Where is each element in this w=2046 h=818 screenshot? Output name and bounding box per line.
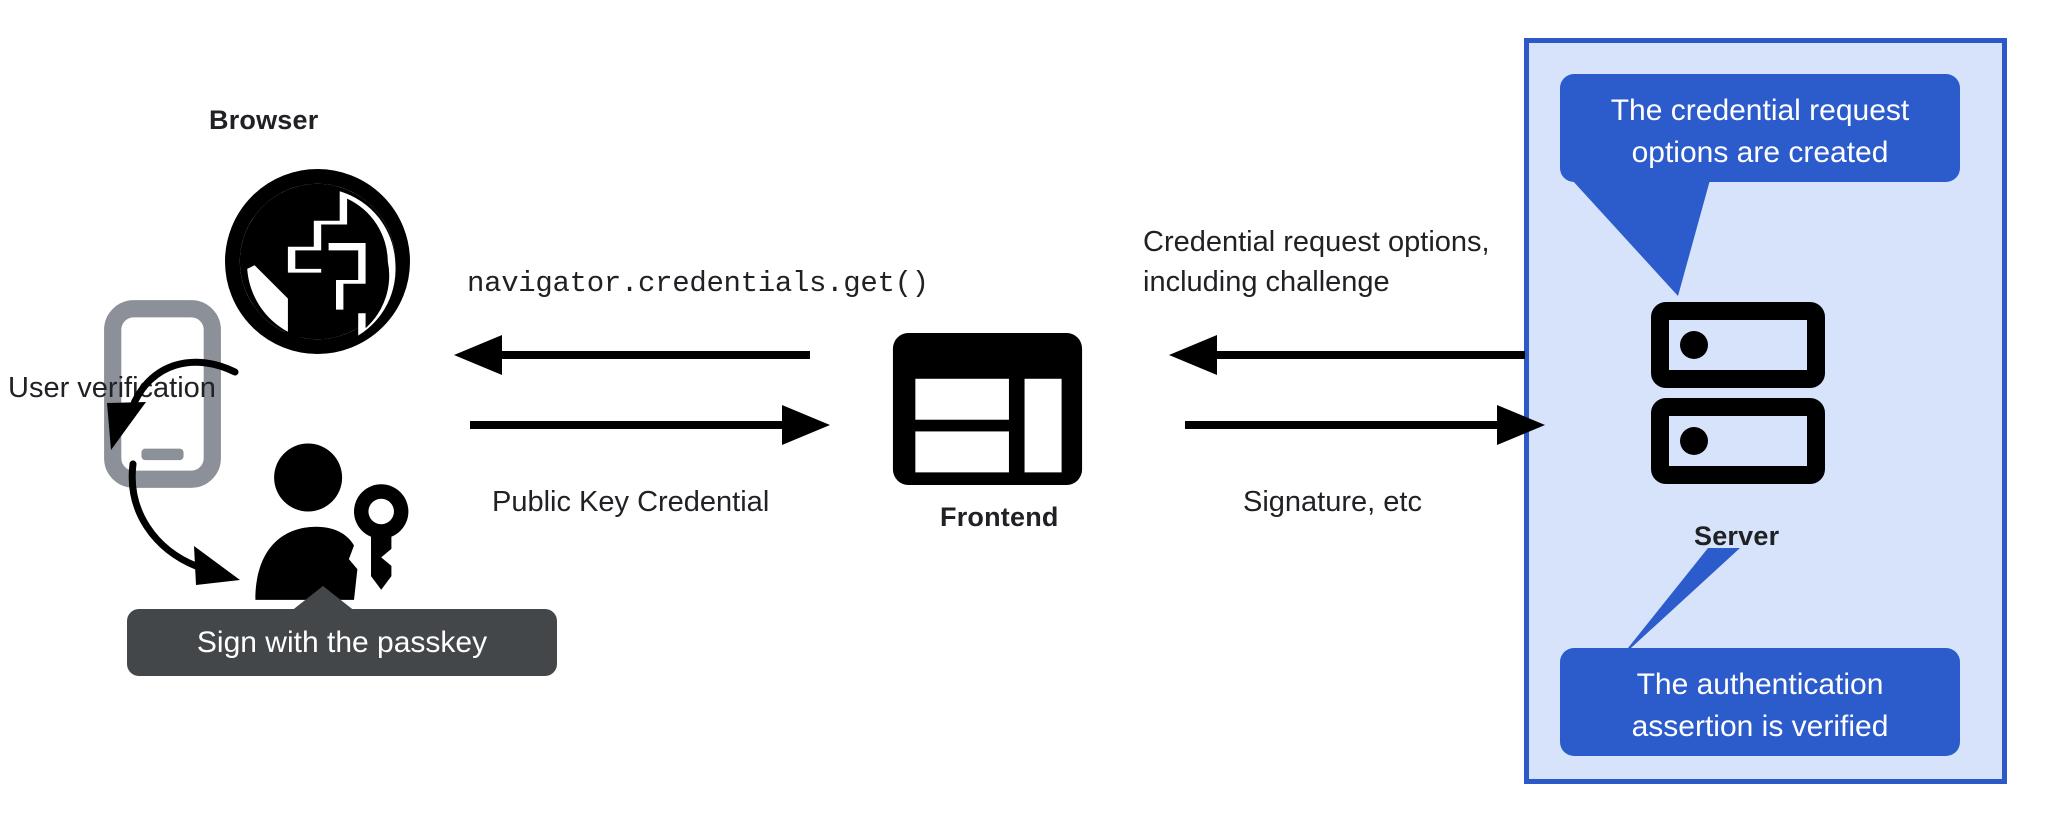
- top-callout-tail: [1572, 180, 1710, 296]
- dashboard-layout-icon: [890, 330, 1085, 488]
- navigator-credentials-get-label: navigator.credentials.get(): [467, 267, 929, 300]
- sign-with-passkey-tooltip: Sign with the passkey: [127, 609, 557, 676]
- tooltip-pointer: [290, 586, 356, 612]
- curved-arrow-phone-to-user: [128, 460, 240, 585]
- assertion-verified-callout: The authentication assertion is verified: [1560, 648, 1960, 756]
- signature-etc-label: Signature, etc: [1243, 486, 1422, 518]
- smartphone-icon: [104, 300, 221, 488]
- arrow-server-to-frontend: [1169, 335, 1525, 375]
- person-with-key-icon: [252, 440, 422, 600]
- server-label: Server: [1694, 521, 1780, 551]
- credential-options-created-callout: The credential request options are creat…: [1560, 74, 1960, 182]
- arrow-frontend-to-browser: [454, 335, 810, 375]
- public-key-credential-label: Public Key Credential: [492, 486, 770, 518]
- frontend-label: Frontend: [940, 502, 1059, 532]
- credential-request-options-label: Credential request options, including ch…: [1143, 226, 1490, 298]
- globe-icon: [225, 169, 410, 354]
- server-racks-icon: [1651, 302, 1825, 484]
- browser-label: Browser: [209, 105, 319, 135]
- arrow-browser-to-frontend: [470, 405, 830, 445]
- bottom-callout-tail: [1620, 548, 1740, 658]
- arrow-frontend-to-server: [1185, 405, 1545, 445]
- curved-arrow-browser-to-phone: [107, 358, 239, 450]
